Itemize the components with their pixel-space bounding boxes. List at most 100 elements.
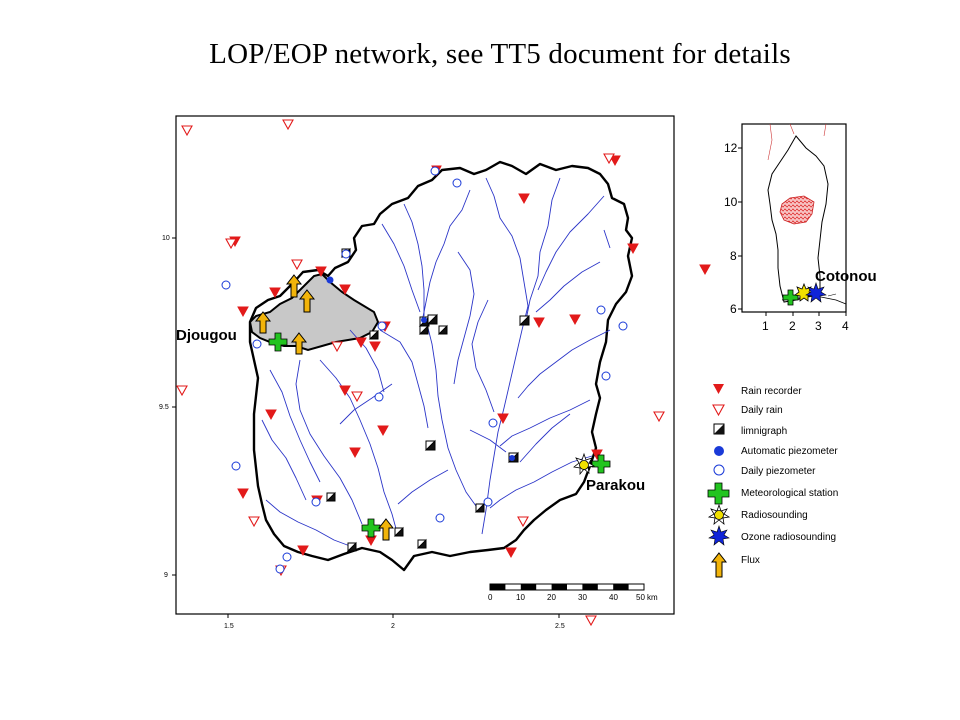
meteorological-station-marker (268, 332, 288, 352)
limnigraph-marker (416, 538, 427, 549)
daily-rain-marker (181, 125, 193, 137)
inset-y-tick-label: 12 (724, 141, 738, 155)
radiosounding-marker (573, 452, 596, 476)
rain-recorder-marker (339, 385, 351, 397)
daily-piezometer-marker (488, 418, 498, 428)
oueme-basin-outline (248, 160, 634, 572)
rain-recorder-marker (569, 314, 581, 326)
meteorological-station-marker (361, 518, 381, 538)
scale-bar-unit: km (647, 593, 658, 602)
daily-rain-marker (291, 259, 303, 271)
legend-label: Rain recorder (741, 386, 802, 397)
automatic-piezometer-marker (326, 276, 334, 284)
rain-recorder-marker (339, 284, 351, 296)
inset-x-tick-label: 1 (762, 319, 769, 333)
daily-piezometer-marker (452, 178, 462, 188)
y-tick-label: 10 (162, 235, 170, 242)
y-tick-label: 9 (164, 572, 168, 579)
filled-circle-icon (714, 446, 724, 456)
scale-bar-label: 10 (516, 593, 525, 602)
daily-piezometer-marker (596, 305, 606, 315)
legend-label: Automatic piezometer (741, 446, 838, 457)
daily-rain-marker (176, 385, 188, 397)
limnigraph-marker (424, 439, 436, 451)
main-map-frame (175, 115, 675, 615)
meteorological-station-marker (591, 454, 611, 474)
daily-piezometer-marker (435, 513, 445, 523)
rain-recorder-marker (533, 317, 545, 329)
half-square-icon (713, 423, 725, 435)
automatic-piezometer-markers (326, 276, 515, 461)
daily-piezometer-marker (282, 552, 292, 562)
limnigraph-marker (474, 502, 485, 513)
place-label-parakou: Parakou (586, 477, 645, 494)
arrow-icon (710, 552, 728, 578)
limnigraph-marker (368, 329, 379, 340)
rain-recorder-marker (627, 243, 639, 255)
limnigraph-marker (346, 541, 357, 552)
legend-label: Ozone radiosounding (741, 532, 836, 543)
legend-label: Radiosounding (741, 510, 808, 521)
open-triangle-icon (712, 404, 725, 417)
legend-label: limnigraph (741, 426, 787, 437)
daily-rain-marker (585, 615, 597, 627)
place-label-djougou: Djougou (176, 327, 237, 344)
x-tick-label: 1.5 (224, 623, 234, 630)
main-y-ticks: 10 9.5 9 (159, 235, 176, 579)
main-x-ticks: 1.5 2 2.5 (224, 614, 565, 630)
study-area-highlight (779, 195, 815, 225)
limnigraph-marker (393, 526, 404, 537)
scale-bar: 0 10 20 30 40 50 km (488, 583, 658, 602)
rain-recorder-marker (237, 488, 249, 500)
rain-recorder-marker (265, 409, 277, 421)
rain-recorder-marker (609, 155, 621, 167)
rain-recorder-marker (377, 425, 389, 437)
rain-recorder-marker (505, 547, 517, 559)
filled-triangle-icon (713, 384, 724, 394)
scale-bar-label: 50 (636, 593, 645, 602)
scale-bar-label: 30 (578, 593, 587, 602)
x-tick-label: 2.5 (555, 623, 565, 630)
automatic-piezometer-marker (509, 455, 515, 461)
green-cross-icon (707, 482, 730, 505)
inset-x-tick-label: 4 (842, 319, 849, 333)
daily-piezometer-markers (221, 166, 628, 574)
scale-bar-label: 40 (609, 593, 618, 602)
daily-piezometer-marker (618, 321, 628, 331)
rain-recorder-marker (518, 193, 530, 205)
inset-met-station-marker (782, 289, 799, 306)
daily-piezometer-marker (311, 497, 321, 507)
daily-piezometer-marker (221, 280, 231, 290)
rain-recorder-marker (591, 449, 603, 461)
yellow-star-icon (707, 503, 731, 525)
rain-recorder-marker (497, 413, 509, 425)
daily-piezometer-marker (430, 166, 440, 176)
daily-rain-marker (517, 516, 529, 528)
rain-recorder-marker (369, 341, 381, 353)
place-label-cotonou: Cotonou (815, 268, 877, 285)
inset-ozone-marker (805, 282, 827, 303)
rain-recorder-marker (297, 545, 309, 557)
daily-rain-marker (248, 516, 260, 528)
limnigraph-marker (518, 314, 530, 326)
scale-bar-label: 20 (547, 593, 556, 602)
flux-marker (377, 518, 395, 541)
daily-piezometer-marker (341, 249, 351, 259)
limnigraph-marker (325, 491, 336, 502)
daily-rain-marker (603, 153, 615, 165)
legend-label: Daily rain (741, 405, 783, 416)
river-network (261, 177, 611, 547)
daily-rain-marker (653, 411, 665, 423)
legend-label: Daily piezometer (741, 466, 816, 477)
daily-piezometer-marker (252, 339, 262, 349)
rain-recorder-marker (269, 287, 281, 299)
daily-rain-marker (351, 391, 363, 403)
inset-map: Cotonou 12 10 8 6 1 2 3 4 (724, 123, 877, 333)
daily-rain-marker (331, 341, 343, 353)
daily-piezometer-marker (601, 371, 611, 381)
daily-piezometer-marker (483, 497, 493, 507)
inset-y-tick-label: 8 (730, 249, 737, 263)
inset-x-tick-label: 2 (789, 319, 796, 333)
limnigraph-marker (437, 324, 448, 335)
